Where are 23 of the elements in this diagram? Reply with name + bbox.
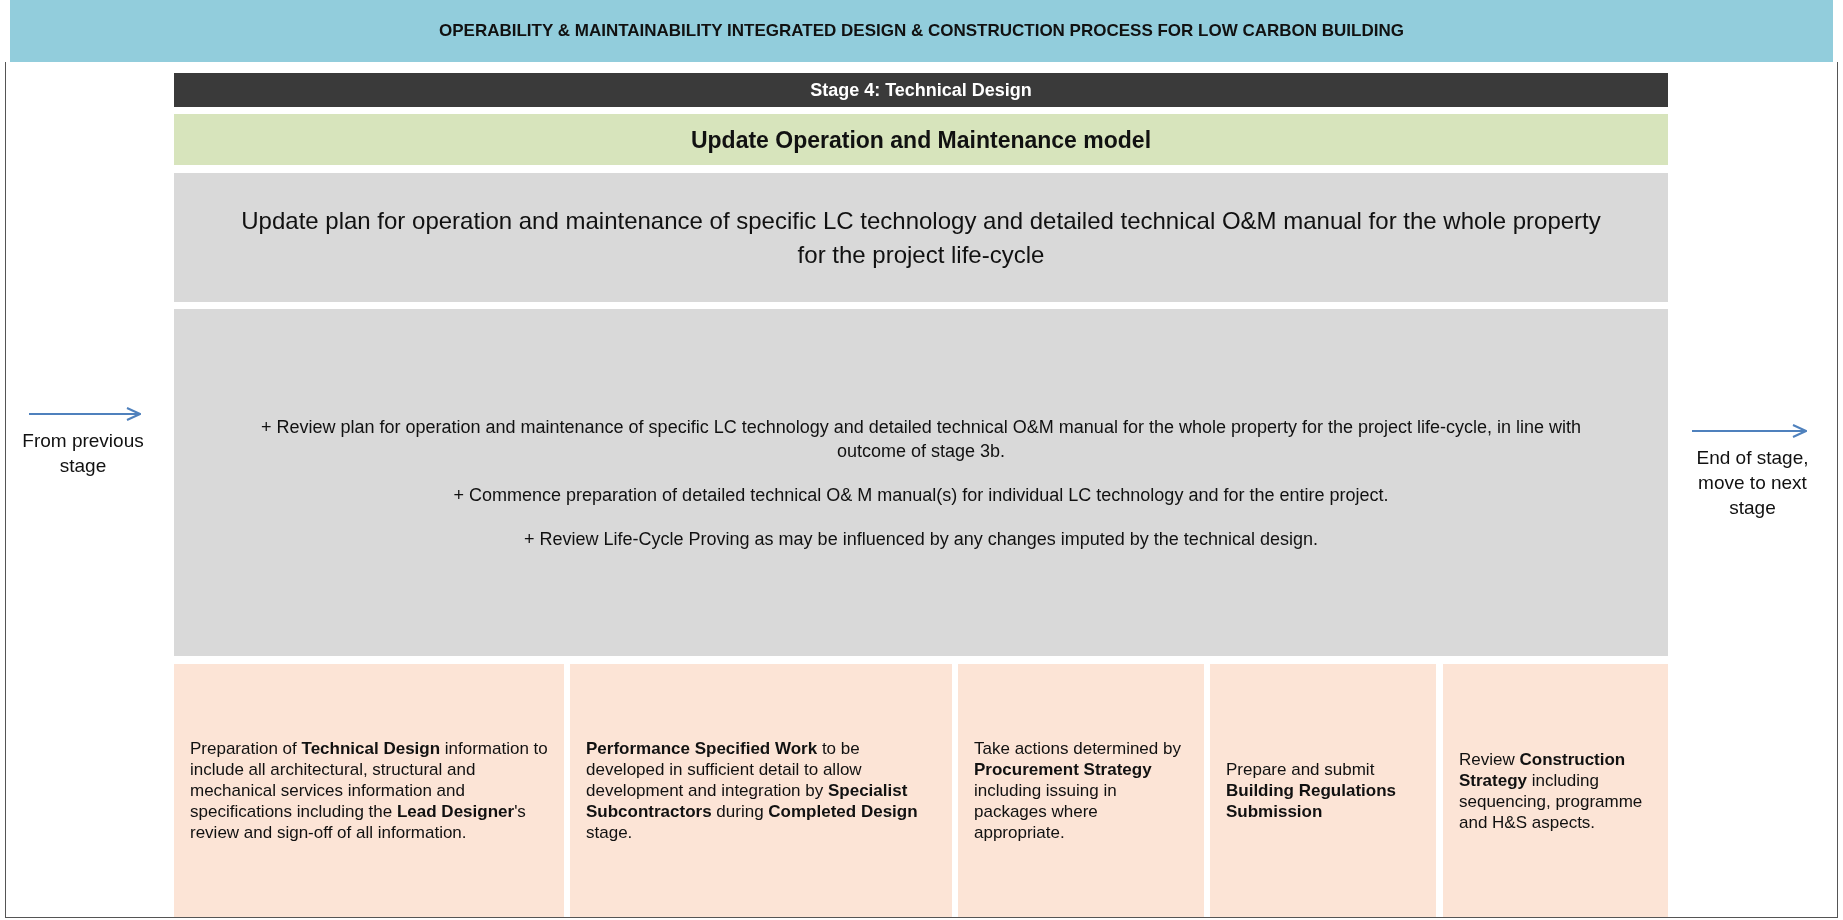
node-text: Update Operation and Maintenance model	[690, 128, 1152, 151]
stage-band	[174, 73, 1668, 107]
title-banner: OPERABILITY & MAINTAINABILITY INTEGRATED DESIGN & CONSTRUCTION PROCESS FOR LOW CARBON BUILDING	[10, 0, 1833, 62]
task-text: Prepare and submit Building Regulations Submission	[1226, 759, 1397, 822]
task-text: Take actions determined by Procurement Strategy including issuing in packages where appropriate.	[974, 738, 1182, 843]
task-card	[1443, 664, 1668, 917]
task-card	[570, 664, 952, 917]
heading-band	[174, 114, 1668, 165]
task-card	[174, 664, 564, 917]
task-text: Preparation of Technical Design information to include all architectural, structural and mechanical services information and specifications including the Lead Designer's review and sign-off of all information.	[190, 738, 548, 843]
task-text: Review Construction Strategy including sequencing, programme and H&S aspects.	[1459, 748, 1644, 833]
node-text: Update plan for operation and maintenance of specific LC technology and detailed technical O&M manual for the whole property for the project life-cycle	[240, 205, 1602, 270]
task-item: + Review Life-Cycle Proving as may be influenced by any changes imputed by the technical design.	[524, 527, 1318, 551]
node-text: Stage 4: Technical Design	[810, 79, 1032, 101]
task-item: + Review plan for operation and maintenance of specific LC technology and detailed technical O&M manual for the whole property for the project life-cycle, in line with outcome of stage 3b.	[259, 415, 1583, 463]
task-card	[958, 664, 1204, 917]
task-item: + Commence preparation of detailed technical O& M manual(s) for individual LC technology and for the entire project.	[453, 483, 1389, 507]
side-label: End of stage, move to next stage	[1695, 446, 1810, 520]
summary-box	[174, 173, 1668, 302]
task-card	[1210, 664, 1436, 917]
side-label: From previous stage	[21, 429, 145, 478]
task-list-box	[174, 309, 1668, 656]
task-text: Performance Specified Work to be developed in sufficient detail to allow development and integration by Specialist Subcontractors during Completed Design stage.	[586, 738, 919, 843]
